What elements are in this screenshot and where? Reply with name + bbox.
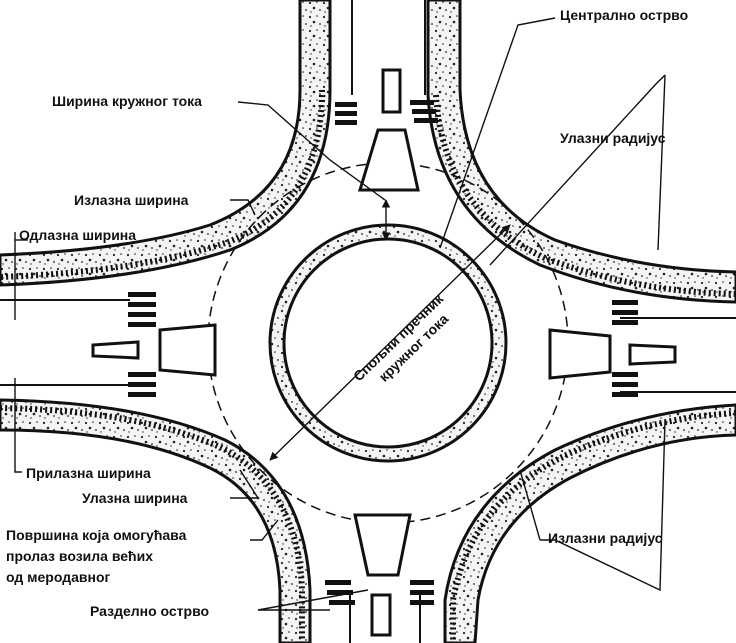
leader-lines: [14, 17, 666, 611]
splitter-island-west: [91, 323, 217, 377]
label-exit-width: Излазна ширина: [74, 192, 189, 208]
splitter-island-south: [353, 513, 412, 637]
label-departure-width: Одлазна ширина: [19, 227, 136, 243]
label-approach-width: Прилазна ширина: [26, 465, 151, 481]
label-entry-width: Улазна ширина: [82, 490, 188, 506]
label-exit-radius: Излазни радијус: [548, 530, 663, 546]
curb-bottom-left: [0, 398, 312, 643]
label-apron-line2: пролаз возила већих: [6, 548, 153, 564]
curb-bottom-right: [443, 403, 736, 643]
splitter-island-north: [357, 68, 420, 192]
label-apron-line1: Површина која омогућава: [6, 527, 187, 543]
curb-top-left: [0, 0, 332, 287]
label-circulatory-width: Ширина кружног тока: [52, 93, 202, 109]
crosswalk-south: [325, 580, 434, 605]
label-central-island: Централно острво: [560, 7, 688, 23]
splitter-island-east: [548, 328, 677, 380]
label-apron-line3: од меродавног: [6, 569, 110, 585]
label-entry-radius: Улазни радијус: [560, 130, 666, 146]
label-splitter-island: Разделно острво: [90, 603, 209, 619]
crosswalk-north: [335, 100, 438, 125]
crosswalk-west: [128, 292, 156, 397]
crosswalk-east: [612, 300, 638, 397]
